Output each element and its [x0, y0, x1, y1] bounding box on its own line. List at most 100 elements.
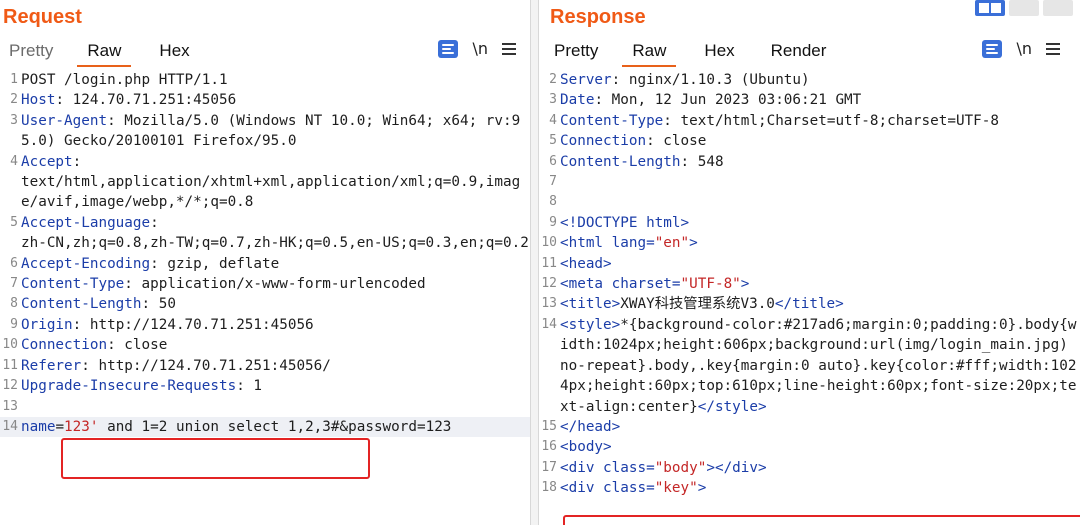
line-number: 4 — [10, 153, 18, 169]
code-line[interactable]: 10<html lang="en"> — [539, 233, 1080, 253]
code-token: > — [689, 235, 698, 252]
tab-hex[interactable]: Hex — [704, 41, 735, 60]
code-token: = — [55, 418, 65, 435]
tab-raw[interactable]: Raw — [77, 41, 132, 67]
request-toolbar: \n — [438, 39, 516, 58]
line-text: name=123' and 1=2 union select 1,2,3#&pa… — [21, 417, 530, 437]
code-token: > — [740, 276, 750, 293]
newline-toggle-icon[interactable]: \n — [472, 39, 488, 58]
tab-pretty[interactable]: Pretty — [554, 41, 599, 60]
line-number: 1 — [10, 72, 18, 87]
code-token: </head> — [560, 418, 621, 435]
code-line[interactable]: 11<head> — [539, 254, 1080, 274]
response-tabs: Pretty Raw Hex Render — [545, 36, 827, 67]
line-text: <div class="key"> — [560, 478, 1080, 498]
line-number: 8 — [10, 296, 18, 312]
line-number: 14 — [541, 316, 557, 332]
code-token: Accept — [21, 153, 73, 170]
line-text — [560, 192, 1080, 212]
line-number: 12 — [2, 378, 18, 394]
code-token: : 1 — [236, 378, 263, 395]
code-line[interactable]: 12<meta charset="UTF-8"> — [539, 274, 1080, 294]
tab-hex[interactable]: Hex — [159, 41, 190, 60]
tab-pretty[interactable]: Pretty — [9, 41, 54, 60]
code-line[interactable]: 14<style>*{background-color:#217ad6;marg… — [539, 315, 1080, 417]
code-token: </style> — [697, 398, 767, 415]
code-token: *{background-color:#217ad6;margin:0;padd… — [560, 316, 1077, 415]
code-line[interactable]: 8 — [539, 192, 1080, 212]
tab-raw[interactable]: Raw — [622, 41, 677, 67]
line-text: Accept-Language: zh-CN,zh;q=0.8,zh-TW;q=… — [21, 213, 530, 254]
code-token: Host — [21, 92, 56, 109]
code-token: Referer — [21, 357, 82, 374]
wrap-lines-icon[interactable] — [438, 39, 459, 58]
line-text: <!DOCTYPE html> — [560, 213, 1080, 233]
code-token: &password=123 — [339, 418, 452, 435]
code-token: : zh-CN,zh;q=0.8,zh-TW;q=0.7,zh-HK;q=0.5… — [21, 214, 529, 252]
line-number: 3 — [10, 112, 18, 128]
code-token: </title> — [774, 296, 844, 313]
line-text: <body> — [560, 437, 1080, 457]
code-line[interactable]: 18<div class="key"> — [539, 478, 1080, 498]
code-token: : text/html,application/xhtml+xml,applic… — [21, 153, 521, 211]
newline-toggle-icon[interactable]: \n — [1016, 39, 1032, 58]
line-number: 9 — [549, 214, 557, 230]
code-token: Server — [560, 72, 612, 88]
code-line[interactable]: 13 — [0, 397, 530, 417]
pane-divider[interactable] — [530, 0, 539, 525]
tab-render[interactable]: Render — [770, 41, 827, 60]
line-text: Connection: close — [21, 335, 530, 355]
code-token: Accept-Language — [21, 214, 151, 231]
hamburger-menu-icon[interactable] — [1046, 42, 1060, 55]
line-number: 6 — [10, 255, 18, 271]
request-tabs: Pretty Raw Hex — [0, 36, 190, 67]
code-line[interactable]: 15</head> — [539, 417, 1080, 437]
code-line[interactable]: 17<div class="body"></div> — [539, 458, 1080, 478]
code-token: "en" — [654, 235, 690, 252]
code-line[interactable]: 9<!DOCTYPE html> — [539, 213, 1080, 233]
code-line[interactable]: 7 — [539, 172, 1080, 192]
hamburger-menu-icon[interactable] — [502, 42, 516, 55]
line-number: 7 — [549, 174, 557, 190]
code-token: : close — [107, 337, 168, 354]
request-title: Request — [3, 6, 82, 28]
line-number: 15 — [541, 418, 557, 434]
layout-split-icon[interactable] — [975, 0, 1005, 16]
code-token: : gzip, deflate — [150, 255, 280, 272]
payload-highlight-box — [61, 438, 370, 479]
wrap-lines-icon[interactable] — [982, 39, 1003, 58]
response-toolbar: \n — [982, 39, 1060, 58]
layout-single-icon[interactable] — [1043, 0, 1073, 16]
code-token: 123' — [64, 418, 99, 435]
line-text: <title>XWAY科技管理系统V3.0</title> — [560, 294, 1080, 314]
layout-horizontal-icon[interactable] — [1009, 0, 1039, 16]
code-token: : nginx/1.10.3 (Ubuntu) — [611, 72, 810, 88]
code-line[interactable]: 16<body> — [539, 437, 1080, 457]
line-number: 16 — [541, 439, 557, 455]
line-number: 5 — [549, 133, 557, 149]
line-number: 11 — [2, 357, 18, 373]
code-line[interactable]: 13<title>XWAY科技管理系统V3.0</title> — [539, 294, 1080, 314]
code-token: Content-Length — [21, 296, 142, 313]
code-token: : text/html;Charset=utf-8;charset=UTF-8 — [663, 112, 999, 129]
